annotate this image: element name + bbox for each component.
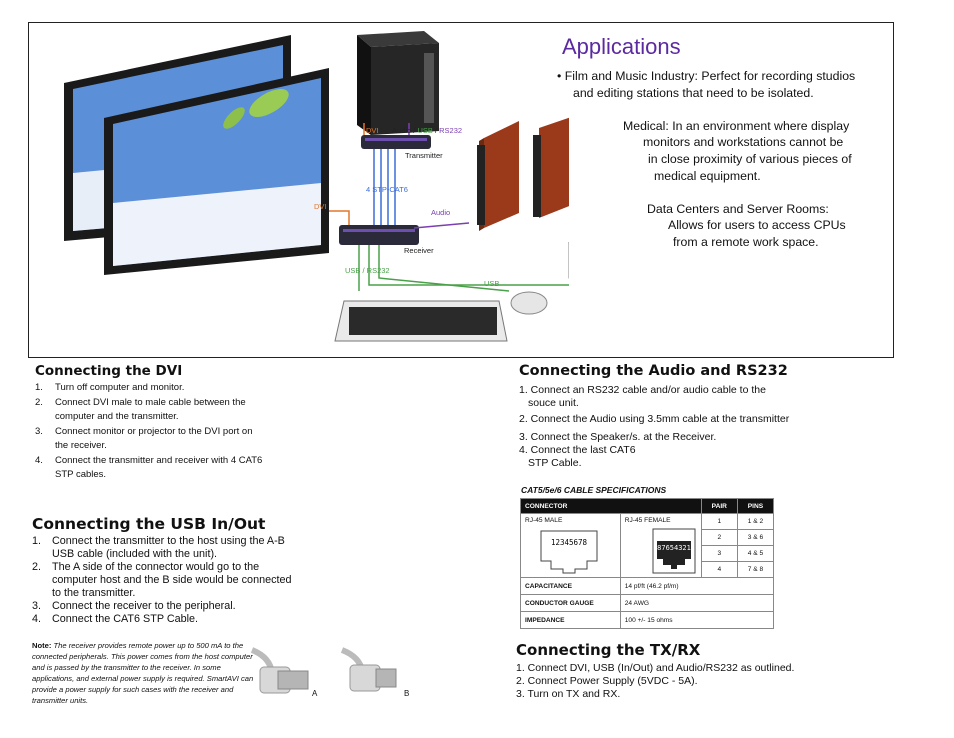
audio-step3: 3. Connect the Speaker/s. at the Receive… [519, 431, 717, 443]
list-item: 2.The A side of the connector would go t… [32, 561, 292, 599]
keyboard [334, 300, 508, 342]
usb-section-title: Connecting the USB In/Out [32, 515, 266, 533]
audio-right-label: Audio [431, 208, 451, 217]
dvi-steps: 1.Turn off computer and monitor. 2.Conne… [35, 381, 265, 483]
dvi-label: DVI [366, 126, 379, 135]
table-row: 2 3 & 6 [521, 529, 775, 546]
app-medical-line3: in close proximity of various pieces of [648, 152, 852, 166]
list-item: 3.Connect the receiver to the peripheral… [32, 600, 236, 612]
app-datacenter-line2: Allows for users to access CPUs [668, 218, 846, 232]
app-medical-line1: Medical: In an environment where display [623, 119, 850, 133]
app-datacenter-line3: from a remote work space. [673, 235, 819, 249]
audio-usb-rs232-label: Audio / USB / RS232 [392, 126, 463, 135]
svg-text:87654321: 87654321 [657, 544, 691, 552]
audio-section-title: Connecting the Audio and RS232 [519, 363, 788, 379]
rj45-female-icon: 87654321 [652, 528, 696, 574]
audio-step1-line2: souce unit. [528, 397, 579, 409]
cable-spec-title: CAT5/5e/6 CABLE SPECIFICATIONS [521, 485, 667, 495]
applications-title: Applications [562, 34, 681, 59]
usb-rs232-label: USB / RS232 [345, 266, 390, 275]
rj45-female-cell: RJ-45 FEMALE 87654321 [619, 513, 702, 578]
receiver-label: Receiver [404, 246, 434, 255]
dvi-left-label: DVI [314, 202, 327, 211]
table-header-row: CONNECTOR PAIR PINS [520, 498, 775, 514]
txrx-step2: 2. Connect Power Supply (5VDC - 5A). [516, 675, 698, 687]
list-item: 4.Connect the transmitter and receiver w… [35, 454, 263, 481]
svg-text:12345678: 12345678 [551, 538, 588, 547]
app-film-line1: • Film and Music Industry: Perfect for r… [557, 69, 856, 83]
txrx-step1: 1. Connect DVI, USB (In/Out) and Audio/R… [516, 662, 795, 674]
usb-plug-a [250, 647, 309, 694]
transmitter-label: Transmitter [405, 151, 443, 160]
dvi-section-title: Connecting the DVI [35, 363, 183, 379]
app-film-line2: and editing stations that need to be iso… [573, 86, 814, 100]
applications-panel [28, 22, 894, 358]
usb-plug-b [340, 647, 397, 692]
app-datacenter-line1: Data Centers and Server Rooms: [647, 202, 829, 216]
list-item: 4.Connect the CAT6 STP Cable. [32, 613, 199, 625]
list-item: 1.Connect the transmitter to the host us… [32, 535, 285, 560]
usb-right-label: USB [484, 279, 500, 288]
txrx-section-title: Connecting the TX/RX [516, 641, 701, 659]
audio-step4-line1: 4. Connect the last CAT6 [519, 444, 636, 456]
audio-step2: 2. Connect the Audio using 3.5mm cable a… [519, 413, 790, 425]
transmitter-box [361, 135, 431, 149]
cable-spec-table: CONNECTOR PAIR PINS RJ-45 MALE 12345678 … [520, 498, 775, 629]
speakers [477, 117, 569, 231]
mouse [510, 291, 548, 315]
app-medical-line2: monitors and workstations cannot be [643, 135, 844, 149]
usb-plugs-image [250, 647, 397, 694]
table-row: RJ-45 MALE 12345678 RJ-45 FEMALE 8765432… [520, 513, 775, 578]
computer-tower [357, 31, 439, 135]
list-item: 2.Connect DVI male to male cable between… [35, 396, 246, 423]
audio-step1-line1: 1. Connect an RS232 cable and/or audio c… [519, 384, 766, 396]
audio-step4-line2: STP Cable. [528, 457, 582, 469]
list-item: 1.Turn off computer and monitor. [35, 382, 185, 393]
list-item: 3.Connect monitor or projector to the DV… [35, 425, 253, 452]
connection-diagram [64, 31, 569, 342]
table-row: IMPEDANCE 100 +/- 15 ohms [520, 611, 775, 629]
table-row: CONDUCTOR GAUGE 24 AWG [520, 594, 775, 612]
usb-power-note: Note: The receiver provides remote power… [32, 641, 254, 705]
plug-a-label: A [312, 689, 318, 698]
txrx-step3: 3. Turn on TX and RX. [516, 688, 621, 700]
stp-cat6-label: 4 STP-CAT6 [366, 185, 408, 194]
table-row: CAPACITANCE 14 pf/ft (46.2 pf/m) [520, 577, 775, 595]
table-row: 4 7 & 8 [521, 561, 775, 578]
monitor-front [104, 68, 329, 275]
rj45-male-icon: 12345678 [540, 530, 598, 574]
plug-b-label: B [404, 689, 410, 698]
rj45-male-cell: RJ-45 MALE 12345678 [520, 513, 621, 578]
receiver-box [339, 225, 419, 245]
app-medical-line4: medical equipment. [654, 169, 761, 183]
usb-steps: 1.Connect the transmitter to the host us… [32, 535, 302, 626]
